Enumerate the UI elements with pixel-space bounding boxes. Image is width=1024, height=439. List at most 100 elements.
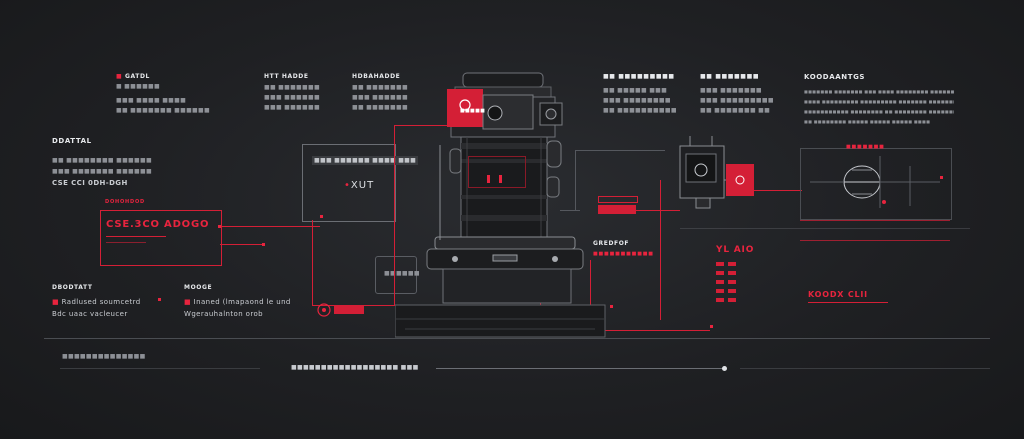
- camera-knob-right: [546, 140, 562, 168]
- footer-track: [436, 368, 726, 369]
- left-col-3-line: ■■■ ■■■■■■: [352, 94, 408, 101]
- right-col-1-line: ■■ ■■■■■ ■■■: [603, 87, 668, 94]
- bottom-mid-line: Wgerauhalnton orob: [184, 310, 264, 318]
- camera-knob-right: [546, 176, 560, 198]
- right-red-underline: [808, 302, 888, 303]
- right-description: KOODAANTGS ■■■■■■■ ■■■■■■■ ■■■ ■■■■ ■■■■…: [804, 73, 954, 124]
- marker-dot: [610, 305, 613, 308]
- footer-mid-label: ■■■■■■■■■■■■■■■■■■ ■■■: [291, 364, 419, 371]
- right-desc-title: KOODAANTGS: [804, 73, 866, 81]
- footer-left-label: ■■■■■■■■■■■■■■: [62, 353, 146, 360]
- footer-dash: [60, 368, 260, 369]
- camera-flange-bolt: [452, 256, 458, 262]
- center-left-label: •XUT: [344, 180, 375, 191]
- connector-line: [540, 330, 710, 331]
- left-col-2-line: ■■■ ■■■■■■: [264, 94, 320, 101]
- right-col-2-line: ■■ ■■■■■■■ ■■: [700, 107, 771, 114]
- bottom-mid-line: ■ Inaned (lmapaond le und: [184, 298, 291, 306]
- footer-slider-handle[interactable]: [722, 366, 727, 371]
- camera-side-knob: [545, 108, 557, 120]
- center-red-bar: [598, 205, 636, 214]
- right-schematic-title: ■■■■■■■: [846, 144, 885, 150]
- camera-base: [442, 268, 572, 304]
- connector-line: [220, 244, 265, 245]
- connector-line: [610, 210, 680, 211]
- bottom-mid-block: MOOGE ■ Inaned (lmapaond le und Wgerauha…: [184, 284, 291, 318]
- connector-line: [680, 228, 970, 229]
- bottom-left-title: DBODTATT: [52, 284, 93, 291]
- spec-line: ■■ ■■■■■■■■ ■■■■■■: [52, 157, 152, 164]
- right-col-1-line: ■■■ ■■■■■■■■: [603, 97, 671, 104]
- footer-rule: [44, 338, 990, 339]
- marker-dot: [158, 298, 161, 301]
- right-col-2-title: ■■ ■■■■■■■: [700, 73, 760, 80]
- camera-cylinder-band: [461, 159, 547, 163]
- connector-line: [575, 150, 576, 210]
- camera-flange: [434, 236, 576, 250]
- marker-dot: [218, 225, 221, 228]
- footer-dash: [740, 368, 990, 369]
- right-desc-line: ■■■■■■■ ■■■■■■■ ■■■ ■■■■ ■■■■■■■■ ■■■■■■…: [804, 89, 954, 94]
- left-col-3-line: ■■ ■■■■■■■: [352, 104, 408, 111]
- bottom-mid-title: MOOGE: [184, 284, 213, 291]
- camera-rivet-red: [487, 175, 490, 183]
- marker-dot: [940, 176, 943, 179]
- center-red-bar-outline: [598, 196, 638, 203]
- left-col-1-line: ■ ■■■■■■: [116, 83, 160, 90]
- center-left-frame: [302, 144, 396, 222]
- camera-red-panel: [447, 89, 483, 127]
- camera-rivet-red: [499, 175, 502, 183]
- connector-line: [220, 226, 320, 227]
- camera-flange-light: [492, 254, 518, 262]
- sub-device-schematic: [679, 136, 754, 209]
- left-col-1-line: ■■■ ■■■■ ■■■■: [116, 97, 187, 104]
- bottom-left-line: ■ Radlused soumcetrd: [52, 298, 141, 306]
- right-red-readout: YL AIO: [716, 245, 755, 255]
- connector-line: [752, 190, 802, 191]
- device-highlight-frame: [468, 156, 526, 188]
- mini-box-title: ■■■■■■: [384, 270, 420, 277]
- right-desc-line: ■■■■■■■■■■■ ■■■■■■■■ ■■ ■■■■■■■■ ■■■■■■■…: [804, 109, 954, 114]
- right-desc-line: ■■■■ ■■■■■■■■■ ■■■■■■■■■ ■■■■■■■ ■■■■■■■…: [804, 99, 954, 104]
- camera-cylinder-band: [461, 195, 547, 199]
- connector-line: [394, 125, 395, 305]
- right-col-2-line: ■■■ ■■■■■■■: [700, 87, 762, 94]
- left-info-col-3: HDBAHADDE ■■ ■■■■■■■ ■■■ ■■■■■■ ■■ ■■■■■…: [352, 73, 408, 111]
- mini-schematic-box: [375, 256, 417, 294]
- right-info-col-1: ■■ ■■■■■■■■■ ■■ ■■■■■ ■■■ ■■■ ■■■■■■■■ ■…: [603, 73, 677, 114]
- right-red-label: KOODX CLII: [808, 290, 868, 299]
- connector-line: [312, 220, 313, 305]
- camera-red-panel-icon: [459, 99, 471, 111]
- right-schematic-frame: [800, 148, 952, 220]
- left-col-3-title: HDBAHADDE: [352, 73, 401, 80]
- left-col-2-line: ■■ ■■■■■■■: [264, 84, 320, 91]
- marker-dot: [710, 325, 713, 328]
- camera-device-illustration: [395, 72, 606, 338]
- camera-cylinder-band: [461, 143, 547, 149]
- left-col-2-title: HTT HADDE: [264, 73, 309, 80]
- left-col-2-line: ■■■ ■■■■■■: [264, 104, 320, 111]
- connector-line: [800, 240, 950, 241]
- camera-red-label: ■■■■■: [460, 108, 486, 114]
- right-col-1-title: ■■ ■■■■■■■■■: [603, 73, 675, 80]
- camera-knob-left: [449, 148, 462, 174]
- connector-line: [575, 150, 665, 151]
- red-box-heading: DOHOHDOD: [105, 199, 145, 205]
- connector-line: [800, 220, 950, 221]
- center-left-title: ■■■ ■■■■■■ ■■■■ ■■■: [312, 156, 419, 165]
- connector-line: [312, 305, 462, 306]
- camera-top-cap: [462, 72, 544, 88]
- bottom-left-block: DBODTATT ■ Radlused soumcetrd Bdc uaac v…: [52, 284, 141, 318]
- marker-dot: [262, 243, 265, 246]
- camera-base-plate: [395, 304, 606, 338]
- marker-dot: [320, 215, 323, 218]
- left-col-3-line: ■■ ■■■■■■■: [352, 84, 408, 91]
- camera-side-label-title: GREDFOF: [593, 240, 630, 247]
- spec-line: ■■■ ■■■■■■■ ■■■■■■: [52, 168, 152, 175]
- right-info-col-2: ■■ ■■■■■■■ ■■■ ■■■■■■■ ■■■ ■■■■■■■■■ ■■ …: [700, 73, 774, 114]
- connector-line: [560, 210, 580, 211]
- red-divider: [106, 242, 146, 243]
- connector-line: [590, 260, 591, 320]
- bottom-left-line: Bdc uaac vacleucer: [52, 310, 128, 318]
- unit-icon: [317, 303, 364, 317]
